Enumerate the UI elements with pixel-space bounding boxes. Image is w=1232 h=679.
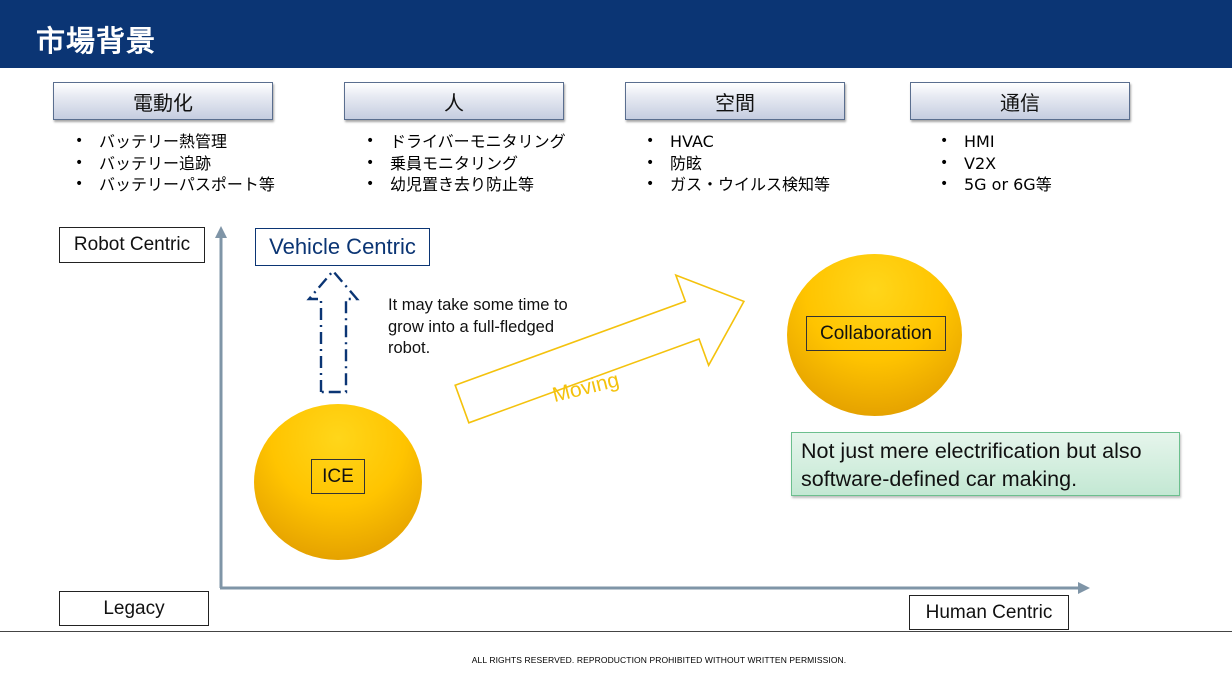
list-item: 幼児置き去り防止等 — [355, 174, 566, 196]
robot-centric-label: Robot Centric — [59, 227, 205, 263]
list-item: HMI — [929, 131, 1052, 153]
vertical-axis-arrowhead — [215, 226, 227, 238]
list-item: HVAC — [635, 131, 830, 153]
list-item: バッテリー追跡 — [64, 153, 275, 175]
footer-divider — [0, 631, 1232, 632]
list-item: バッテリー熱管理 — [64, 131, 275, 153]
page-title: 市場背景 — [36, 24, 157, 58]
growth-note: It may take some time to grow into a ful… — [388, 296, 568, 357]
collaboration-circle — [787, 254, 962, 416]
category-electrification: 電動化 — [53, 82, 273, 120]
growth-arrow — [306, 269, 360, 394]
category-communication: 通信 — [910, 82, 1130, 120]
list-item: 乗員モニタリング — [355, 153, 566, 175]
horizontal-axis-arrowhead — [1078, 582, 1090, 594]
list-item: V2X — [929, 153, 1052, 175]
list-item: ドライバーモニタリング — [355, 131, 566, 153]
ice-label: ICE — [311, 459, 365, 494]
category-space: 空間 — [625, 82, 845, 120]
communication-list: HMI V2X 5G or 6G等 — [929, 131, 1052, 196]
people-list: ドライバーモニタリング 乗員モニタリング 幼児置き去り防止等 — [355, 131, 566, 196]
list-item: 5G or 6G等 — [929, 174, 1052, 196]
space-list: HVAC 防眩 ガス・ウイルス検知等 — [635, 131, 830, 196]
title-bar: 市場背景 — [0, 0, 1232, 68]
ice-circle — [254, 404, 422, 560]
vehicle-centric-label: Vehicle Centric — [255, 228, 430, 266]
list-item: 防眩 — [635, 153, 830, 175]
legacy-label: Legacy — [59, 591, 209, 626]
collaboration-label: Collaboration — [806, 316, 946, 351]
moving-arrow — [454, 273, 746, 424]
copyright-notice: ALL RIGHTS RESERVED. REPRODUCTION PROHIB… — [471, 655, 847, 665]
list-item: ガス・ウイルス検知等 — [635, 174, 830, 196]
callout-box: Not just mere electrification but also s… — [791, 432, 1180, 496]
category-people: 人 — [344, 82, 564, 120]
human-centric-label: Human Centric — [909, 595, 1069, 630]
electrification-list: バッテリー熱管理 バッテリー追跡 バッテリーパスポート等 — [64, 131, 275, 196]
list-item: バッテリーパスポート等 — [64, 174, 275, 196]
